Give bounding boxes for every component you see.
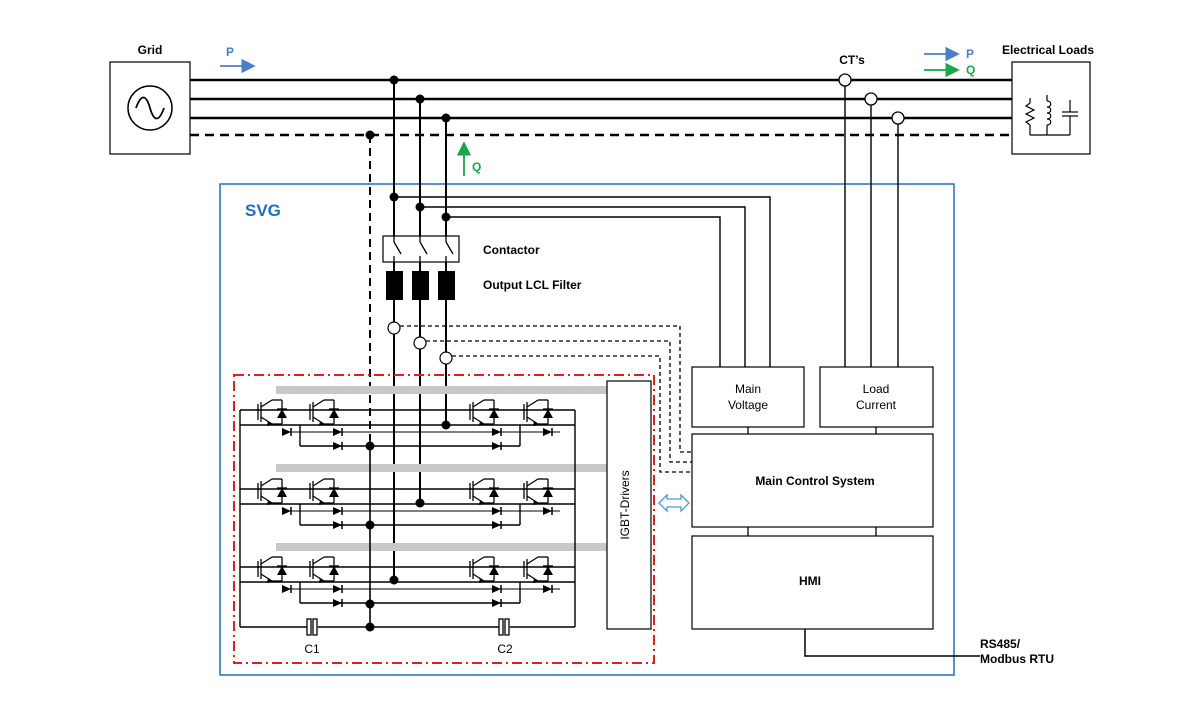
inverter-outline [233,374,655,664]
igbt-switch-icon [257,478,288,506]
diode-icon [332,441,343,451]
contactor-label: Contactor [483,243,540,257]
capacitor-c2 [498,618,510,636]
q-label-loads: Q [966,63,975,77]
main-control-label: Main Control System [755,474,874,488]
diode-icon [332,520,343,530]
main-voltage-box [691,366,805,428]
load-current-line1: Load [863,382,890,396]
p-label-loads: P [966,47,974,61]
inverter-leg-c [240,556,575,608]
inverter-bridge [240,399,575,608]
main-voltage-line1: Main [735,382,761,396]
lcl-filter-blocks [386,271,455,300]
ac-source-icon [127,85,173,131]
igbt-drivers-label: IGBT-Drivers [618,470,632,539]
igbt-switch-icon [469,556,500,584]
lcl-filter-label: Output LCL Filter [483,278,582,292]
loads-box [1011,61,1091,155]
comm-label-line2: Modbus RTU [980,652,1054,666]
igbt-switch-icon [523,478,554,506]
igbt-switch-icon [309,478,340,506]
svg-enclosure [219,183,955,676]
output-ct-signal-lines [400,325,692,473]
midpoint-dots [365,420,451,632]
igbt-drivers-box [606,380,652,630]
hmi-label: HMI [799,574,821,588]
diode-icon [491,441,502,451]
p-label-grid: P [226,45,234,59]
load-current-box [819,366,934,428]
ct-signal-lines [844,86,899,367]
main-control-box [691,433,934,528]
igbt-switch-icon [469,399,500,427]
c2-label: C2 [497,642,513,656]
igbt-switch-icon [257,399,288,427]
hmi-box [691,535,934,630]
igbt-switch-icon [523,556,554,584]
grid-phase-lines [190,78,1012,120]
filter-links [393,262,447,271]
igbt-switch-icon [523,399,554,427]
comm-label-line1: RS485/ [980,637,1021,651]
dc-bus [239,410,576,628]
junction-dots-grid [365,75,451,140]
diode-icon [332,598,343,608]
igbt-switch-icon [257,556,288,584]
main-voltage-line2: Voltage [728,398,768,412]
junction-dots-sense [389,192,451,222]
bidirectional-arrow-icon [658,493,690,513]
cts-label: CT’s [839,53,865,67]
q-label-svg: Q [472,160,481,174]
contactor-switch-icon [393,236,454,262]
comm-line [804,629,980,657]
voltage-sense-lines [394,196,771,367]
igbt-switch-icon [469,478,500,506]
grid-label: Grid [138,43,163,57]
diode-icon [491,598,502,608]
diode-icon [491,520,502,530]
sine-wave-icon [135,96,165,120]
inverter-leg-b [240,478,575,530]
svg-title: SVG [245,201,281,220]
gate-drive-bars [276,386,610,551]
load-rlc-icon [1024,95,1078,136]
capacitor-c1 [306,618,318,636]
inverter-leg-a [240,399,575,451]
load-current-line2: Current [856,398,897,412]
igbt-switch-icon [309,399,340,427]
c1-label: C1 [304,642,320,656]
loads-label: Electrical Loads [1002,43,1094,57]
output-ct-sensors [387,321,453,365]
igbt-switch-icon [309,556,340,584]
control-links [747,427,877,536]
